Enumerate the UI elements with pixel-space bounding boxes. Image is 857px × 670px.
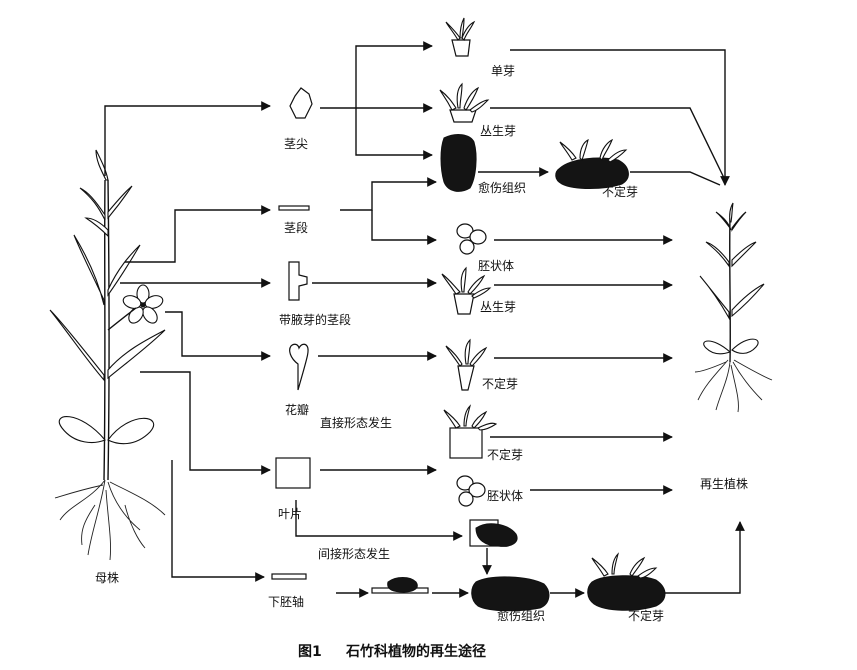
axillary-stem-label: 带腋芽的茎段 bbox=[279, 312, 351, 327]
embryoid-label-2: 胚状体 bbox=[487, 489, 523, 503]
axillary-stem-segment-icon bbox=[288, 261, 308, 301]
cluster-bud-icon-1 bbox=[439, 82, 490, 123]
arrow-to-leaf bbox=[140, 371, 271, 475]
arrow-to-hypocotyl bbox=[171, 460, 265, 582]
single-bud-label: 单芽 bbox=[491, 64, 515, 78]
stem-tip-label: 茎尖 bbox=[284, 137, 308, 151]
arrow-to-callus-1 bbox=[355, 108, 433, 160]
embryoid-icon-1 bbox=[456, 223, 487, 255]
callus-label-1: 愈伤组织 bbox=[478, 180, 526, 195]
regenerated-plant-label: 再生植株 bbox=[700, 476, 748, 491]
arrow-to-single-bud bbox=[320, 41, 433, 109]
stem-segment-icon bbox=[278, 205, 310, 211]
mother-plant-label: 母株 bbox=[95, 570, 119, 585]
arrow-to-stem-tip bbox=[104, 101, 271, 176]
line-cluster-bud-to-plant bbox=[490, 107, 726, 181]
adventitious-bud-label-3: 不定芽 bbox=[487, 447, 523, 462]
figure-title: 石竹科植物的再生途径 bbox=[345, 643, 486, 660]
leaf-callus-icon bbox=[469, 519, 518, 547]
adventitious-bud-icon-2 bbox=[445, 338, 488, 391]
adventitious-bud-label-1: 不定芽 bbox=[602, 184, 638, 199]
figure-number: 图1 bbox=[298, 644, 322, 660]
leaf-label: 叶片 bbox=[278, 507, 302, 521]
callus-icon-2 bbox=[471, 576, 550, 612]
adventitious-bud-label-4: 不定芽 bbox=[628, 608, 664, 623]
leaf-explant-icon bbox=[275, 457, 311, 489]
hypocotyl-callus-small-icon bbox=[371, 577, 429, 594]
arrow-to-petal bbox=[165, 311, 271, 361]
arrow-leaf-indirect bbox=[295, 500, 463, 541]
cluster-bud-label-2: 丛生芽 bbox=[480, 300, 516, 314]
cluster-bud-icon-2 bbox=[441, 266, 492, 315]
adventitious-bud-icon-3 bbox=[443, 404, 498, 459]
adventitious-bud-icon-4 bbox=[587, 552, 666, 611]
hypocotyl-label: 下胚轴 bbox=[268, 594, 304, 609]
line-adventitious-to-plant bbox=[630, 171, 721, 186]
stem-segment-label: 茎段 bbox=[284, 220, 308, 235]
embryoid-label-1: 胚状体 bbox=[478, 259, 514, 273]
callus-icon-1 bbox=[440, 134, 477, 192]
mother-plant-drawing bbox=[49, 149, 166, 561]
callus-label-2: 愈伤组织 bbox=[497, 608, 545, 623]
arrow-segment-to-embryoid bbox=[371, 210, 437, 245]
arrow-segment-to-callus bbox=[340, 177, 437, 211]
cluster-bud-label-1: 丛生芽 bbox=[480, 124, 516, 138]
arrow-adventitious-4-to-plant bbox=[664, 521, 745, 594]
stem-tip-icon bbox=[289, 87, 313, 119]
embryoid-icon-2 bbox=[456, 475, 486, 507]
arrow-to-stem-segment bbox=[125, 205, 271, 263]
adventitious-bud-label-2: 不定芽 bbox=[482, 376, 518, 391]
petal-label: 花瓣 bbox=[285, 402, 309, 417]
indirect-morphogenesis-label: 间接形态发生 bbox=[318, 546, 390, 561]
petal-icon bbox=[289, 343, 309, 391]
direct-morphogenesis-label: 直接形态发生 bbox=[320, 415, 392, 430]
hypocotyl-icon bbox=[271, 573, 307, 580]
regenerated-plant-drawing bbox=[694, 202, 773, 413]
adventitious-bud-icon-1 bbox=[555, 138, 629, 189]
arrow-single-bud-to-plant bbox=[510, 49, 730, 186]
single-bud-icon bbox=[445, 17, 476, 57]
